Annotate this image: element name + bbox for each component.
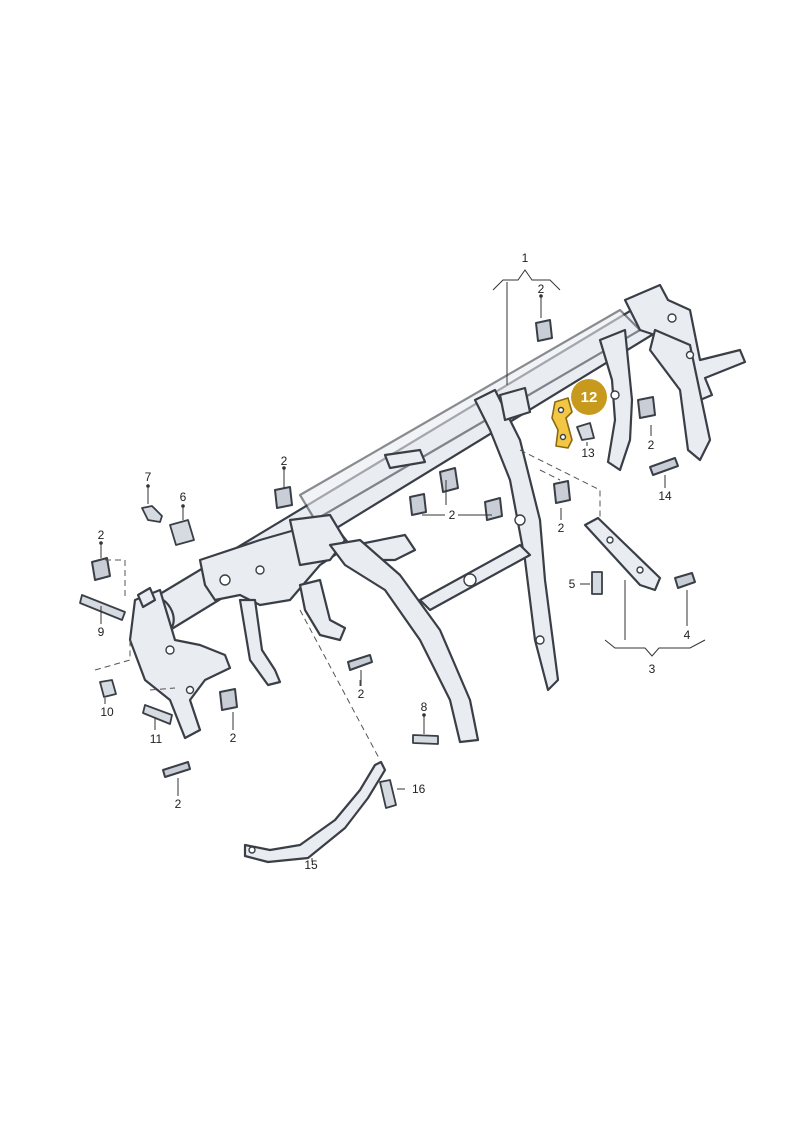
callout-9: 9 bbox=[98, 625, 105, 639]
callout-2-mid-left: 2 bbox=[281, 454, 288, 468]
callout-labels: 1 2 2 2 2 2 2 2 2 2 2 3 4 5 6 7 8 9 10 1… bbox=[98, 251, 691, 872]
callout-15: 15 bbox=[304, 858, 318, 872]
callout-3: 3 bbox=[649, 662, 656, 676]
left-mounting-bracket bbox=[128, 586, 232, 740]
callout-11: 11 bbox=[150, 732, 163, 746]
fasteners bbox=[79, 319, 696, 809]
callout-2-bottom-left: 2 bbox=[175, 797, 182, 811]
callout-2-right: 2 bbox=[648, 438, 655, 452]
callout-2-top: 2 bbox=[538, 282, 545, 296]
callout-10: 10 bbox=[100, 705, 114, 719]
callout-8: 8 bbox=[421, 700, 428, 714]
callout-2-lower-centre: 2 bbox=[358, 687, 365, 701]
highlight-label: 12 bbox=[581, 389, 598, 406]
callout-2-centre: 2 bbox=[449, 508, 456, 522]
callout-14: 14 bbox=[658, 489, 672, 503]
right-vertical-support bbox=[598, 328, 634, 472]
callout-2-lower-left: 2 bbox=[230, 731, 237, 745]
callout-7: 7 bbox=[145, 470, 152, 484]
centre-tunnel-braces bbox=[328, 386, 560, 744]
callout-6: 6 bbox=[180, 490, 187, 504]
leader-lines bbox=[99, 269, 706, 862]
highlight-badge bbox=[571, 379, 607, 415]
highlighted-part-12[interactable]: 12 bbox=[551, 379, 607, 449]
callout-2-left: 2 bbox=[98, 528, 105, 542]
bracket-3 bbox=[583, 516, 662, 592]
steering-column-support bbox=[198, 513, 417, 687]
callout-2-mid-right: 2 bbox=[558, 521, 565, 535]
callout-1: 1 bbox=[522, 251, 529, 265]
callout-16: 16 bbox=[412, 782, 426, 796]
callout-4: 4 bbox=[684, 628, 691, 642]
callout-13: 13 bbox=[581, 446, 595, 460]
column-strut bbox=[243, 760, 387, 864]
callout-5: 5 bbox=[569, 577, 576, 591]
